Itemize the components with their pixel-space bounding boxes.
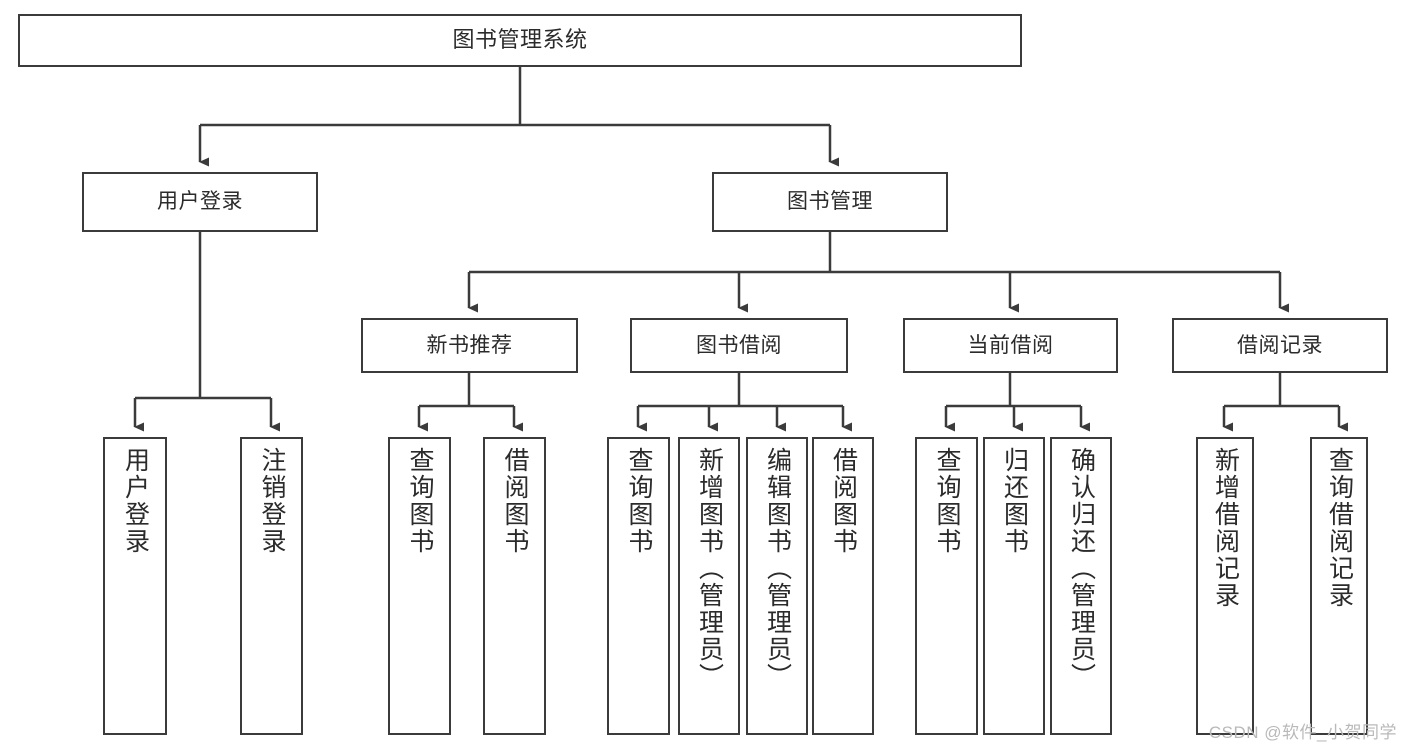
node-book-manage[interactable]: 图书管理 — [712, 172, 948, 232]
node-label: 借阅图书 — [501, 447, 529, 555]
node-new-book-recommend[interactable]: 新书推荐 — [361, 318, 578, 373]
node-label: 用户登录 — [121, 447, 150, 555]
leaf-current-borrow-confirm[interactable]: 确认归还（管理员） — [1050, 437, 1112, 735]
leaf-book-borrow-add[interactable]: 新增图书（管理员） — [678, 437, 740, 735]
leaf-book-borrow-query[interactable]: 查询图书 — [607, 437, 670, 735]
leaf-book-borrow-edit[interactable]: 编辑图书（管理员） — [746, 437, 808, 735]
leaf-user-login-login[interactable]: 用户登录 — [103, 437, 167, 735]
node-label: 图书管理系统 — [452, 27, 588, 53]
node-label: 借阅记录 — [1237, 333, 1323, 357]
csdn-watermark: CSDN @软件_小贺同学 — [1208, 723, 1397, 742]
node-label: 图书管理 — [787, 190, 873, 214]
node-label: 查询图书 — [625, 447, 653, 555]
node-label: 借阅图书 — [829, 447, 858, 555]
leaf-current-borrow-query[interactable]: 查询图书 — [915, 437, 978, 735]
node-label: 当前借阅 — [967, 333, 1054, 357]
leaf-borrow-record-add[interactable]: 新增借阅记录 — [1196, 437, 1254, 735]
node-current-borrow[interactable]: 当前借阅 — [903, 318, 1118, 373]
leaf-new-book-query[interactable]: 查询图书 — [388, 437, 451, 735]
node-label: 注销登录 — [258, 447, 286, 555]
node-label: 归还图书 — [1000, 447, 1029, 555]
leaf-user-login-logout[interactable]: 注销登录 — [240, 437, 303, 735]
node-user-login[interactable]: 用户登录 — [82, 172, 318, 232]
node-book-borrow[interactable]: 图书借阅 — [630, 318, 848, 373]
leaf-current-borrow-return[interactable]: 归还图书 — [983, 437, 1045, 735]
node-label: 查询借阅记录 — [1325, 447, 1354, 609]
node-label: 新增借阅记录 — [1211, 447, 1240, 609]
node-label: 确认归还（管理员） — [1067, 447, 1096, 690]
leaf-book-borrow-lend[interactable]: 借阅图书 — [812, 437, 874, 735]
leaf-new-book-borrow[interactable]: 借阅图书 — [483, 437, 546, 735]
node-root-system[interactable]: 图书管理系统 — [18, 14, 1022, 67]
node-label: 查询图书 — [406, 447, 434, 555]
node-label: 查询图书 — [933, 447, 961, 555]
node-borrow-record[interactable]: 借阅记录 — [1172, 318, 1388, 373]
node-label: 新书推荐 — [426, 333, 513, 357]
leaf-borrow-record-query[interactable]: 查询借阅记录 — [1310, 437, 1368, 735]
node-label: 图书借阅 — [696, 333, 782, 357]
node-label: 编辑图书（管理员） — [763, 447, 792, 690]
node-label: 新增图书（管理员） — [695, 447, 724, 690]
node-label: 用户登录 — [157, 190, 243, 214]
